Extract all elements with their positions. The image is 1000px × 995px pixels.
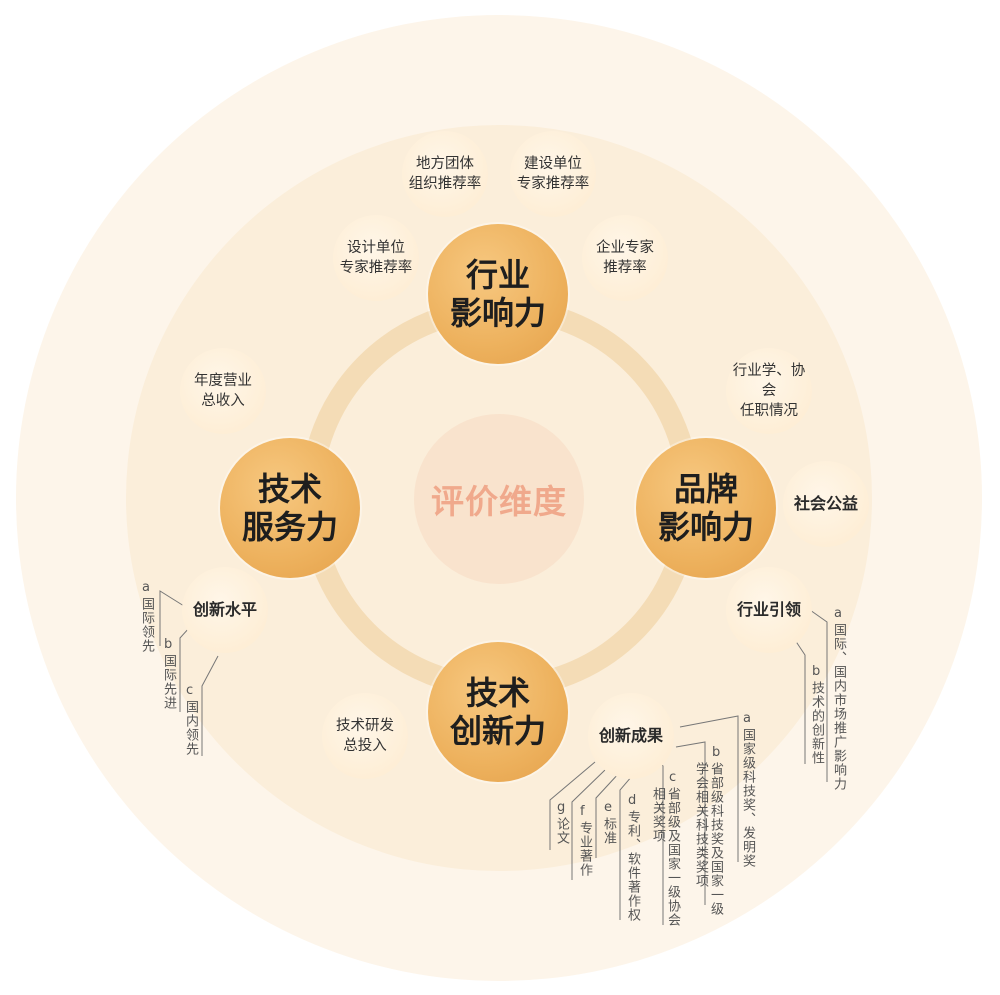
achievements-f-letter: f (580, 804, 586, 819)
achievements-b-letter: b (712, 745, 722, 760)
indicator-industry-leadership: 行业引领 (726, 567, 812, 653)
dimension-service-label: 技术 服务力 (241, 470, 338, 546)
indicator-innovation-achievements: 创新成果 (588, 693, 674, 779)
connector-achievements-b (675, 741, 706, 905)
center-title: 评价维度 (414, 414, 584, 584)
achievements-e-text: 标准 (601, 817, 616, 845)
innovation-level-a-text: 国际领先 (139, 597, 154, 653)
dimension-industry-label: 行业 影响力 (449, 256, 546, 332)
indicator-rnd-investment: 技术研发 总投入 (322, 693, 408, 779)
indicator-enterprise-rate: 企业专家 推荐率 (582, 215, 668, 301)
achievements-g-letter: g (557, 800, 567, 815)
achievements-d-letter: d (628, 793, 638, 808)
connector-achievements-f (571, 769, 606, 880)
dimension-brand-label: 品牌 影响力 (657, 470, 754, 546)
innovation-level-c-text: 国内领先 (183, 700, 198, 756)
dimension-tech-service: 技术 服务力 (220, 438, 360, 578)
connector-innovation-level-a (159, 590, 185, 646)
leadership-b-letter: b (812, 664, 822, 679)
indicator-innovation-level-label: 创新水平 (192, 600, 257, 619)
indicator-welfare-label: 社会公益 (793, 494, 858, 513)
connector-achievements-g (549, 761, 596, 850)
innovation-level-c-letter: c (186, 683, 195, 698)
connector-leadership-a (809, 609, 828, 782)
dimension-tech-innovation: 技术 创新力 (428, 642, 568, 782)
indicator-leadership-label: 行业引领 (736, 600, 801, 619)
achievements-f-text: 专业著作 (577, 821, 592, 877)
indicator-builder-label: 建设单位 专家推荐率 (516, 156, 590, 192)
achievements-c-letter: c (669, 770, 678, 785)
indicator-rnd-label: 技术研发 总投入 (336, 718, 394, 754)
innovation-level-a-letter: a (142, 580, 151, 595)
innovation-level-b-letter: b (164, 637, 174, 652)
dimension-brand-influence: 品牌 影响力 (636, 438, 776, 578)
achievements-d-text: 专利、软件著作权 (625, 810, 640, 922)
innovation-level-b-text: 国际先进 (161, 654, 176, 710)
indicator-annual-revenue: 年度营业 总收入 (180, 348, 266, 434)
indicator-public-welfare: 社会公益 (783, 461, 869, 547)
connector-innovation-level-c (201, 655, 219, 756)
leadership-b-text: 技术的创新性 (809, 681, 824, 765)
achievements-c-text: 省部级及国家一级协会相关奖项 (650, 787, 680, 927)
achievements-a-text: 国家级科技奖、发明奖 (740, 728, 755, 868)
achievements-b-text: 省部级科技奖及国家一级学会相关科技类奖项 (693, 762, 723, 916)
connector-leadership-b (794, 639, 806, 764)
indicator-local-org-rate: 地方团体 组织推荐率 (402, 131, 488, 217)
indicator-association: 行业学、协会 任职情况 (726, 348, 812, 434)
achievements-e-letter: e (604, 800, 613, 815)
center-title-text: 评价维度 (431, 482, 567, 521)
dimension-industry-influence: 行业 影响力 (428, 224, 568, 364)
indicator-local-org-label: 地方团体 组织推荐率 (408, 156, 482, 192)
leadership-a-letter: a (834, 606, 843, 621)
dimension-innovation-label: 技术 创新力 (449, 674, 546, 750)
achievements-g-text: 论文 (554, 817, 569, 845)
indicator-designer-rate: 设计单位 专家推荐率 (333, 215, 419, 301)
indicator-builder-rate: 建设单位 专家推荐率 (510, 131, 596, 217)
indicator-association-label: 行业学、协会 任职情况 (732, 363, 806, 419)
connector-achievements-e (595, 771, 621, 858)
indicator-enterprise-label: 企业专家 推荐率 (596, 240, 654, 276)
achievements-a-letter: a (743, 711, 752, 726)
indicator-achievements-label: 创新成果 (598, 726, 663, 745)
leadership-a-text: 国际、国内市场推广影响力 (831, 623, 846, 791)
indicator-innovation-level: 创新水平 (182, 567, 268, 653)
connector-achievements-a (679, 715, 739, 862)
indicator-designer-label: 设计单位 专家推荐率 (339, 240, 413, 276)
indicator-revenue-label: 年度营业 总收入 (194, 373, 252, 409)
